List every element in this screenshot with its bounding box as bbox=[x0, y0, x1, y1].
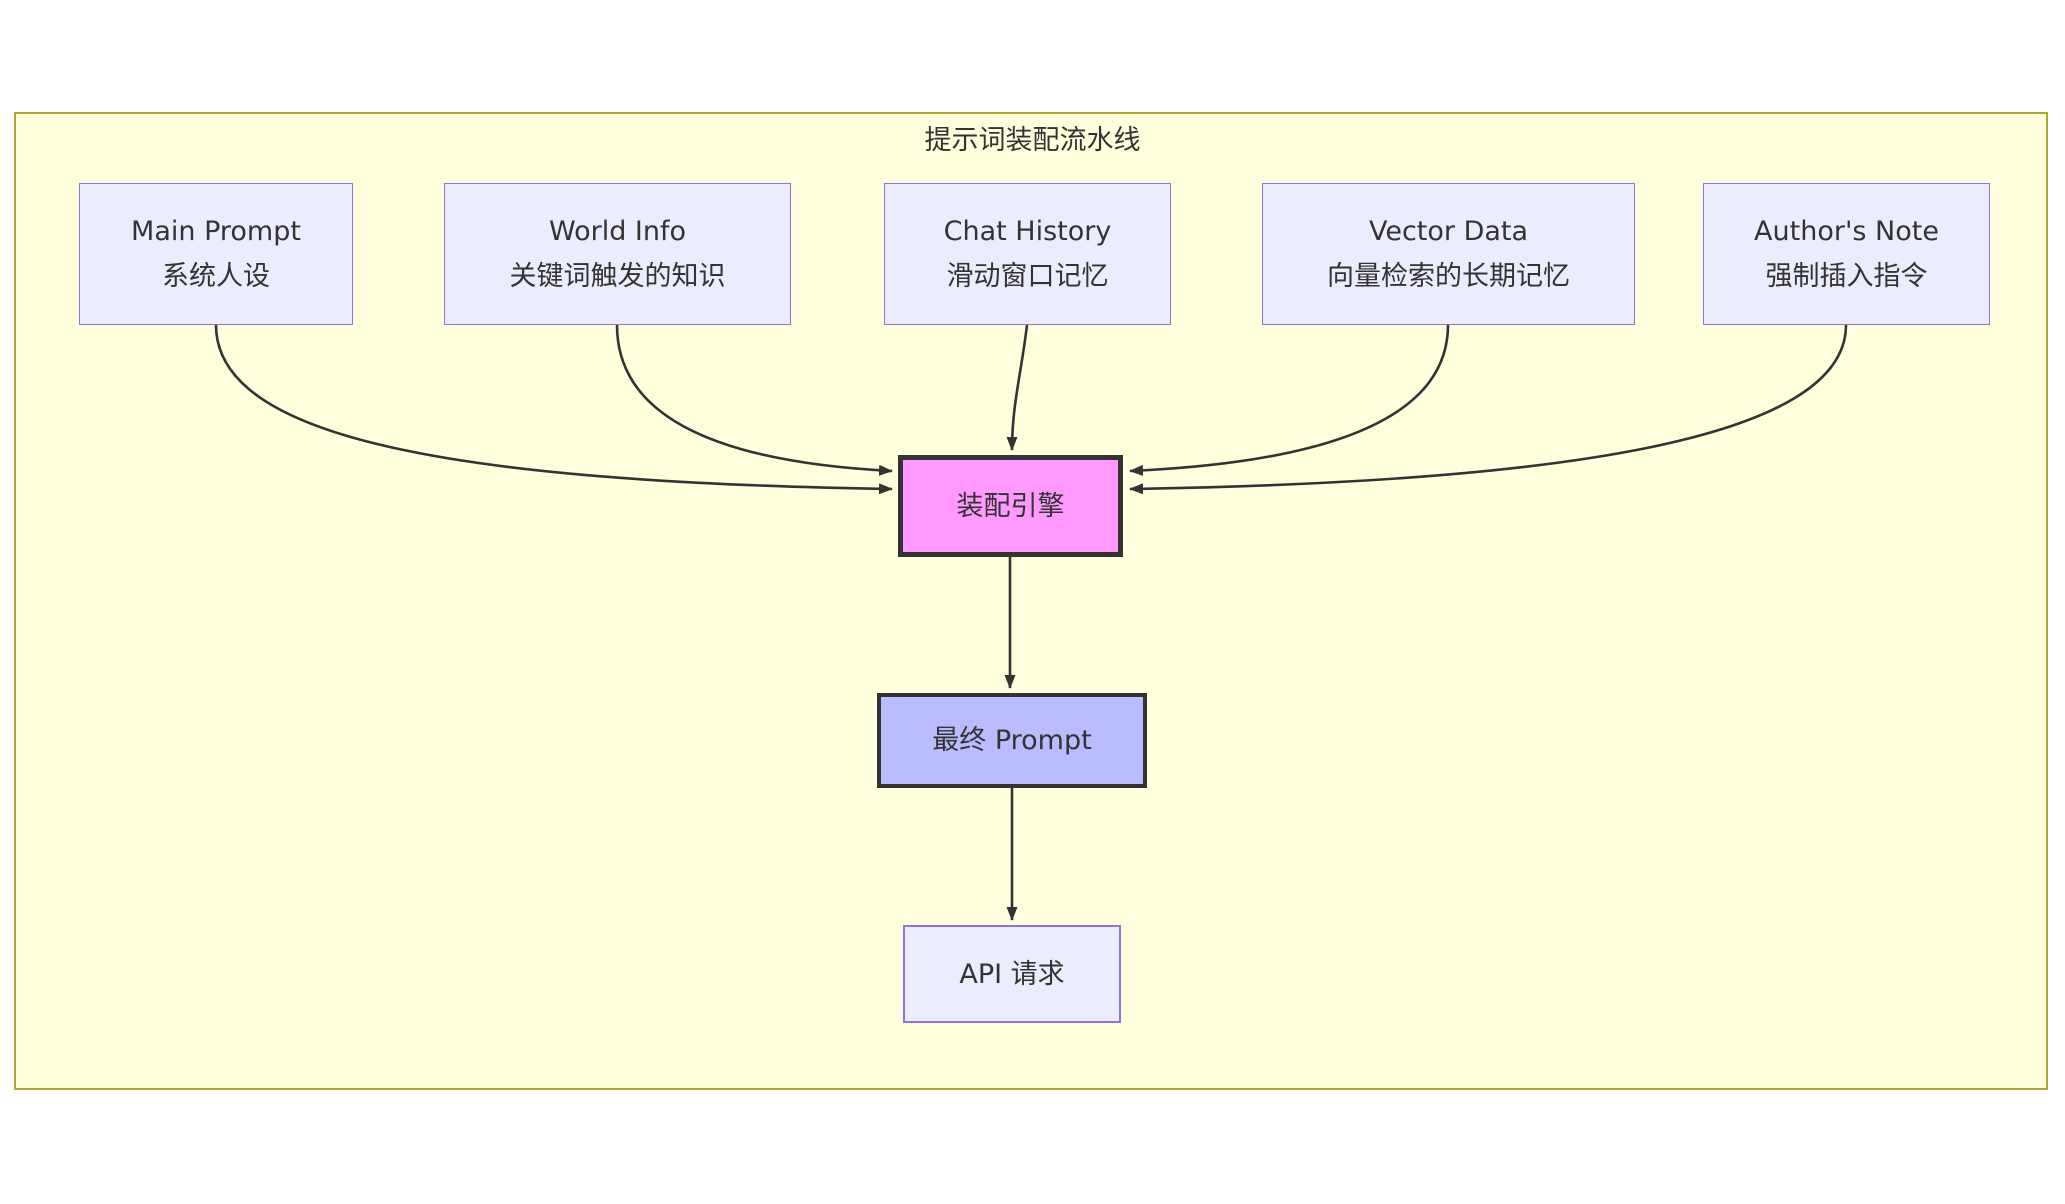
node-world-info: World Info 关键词触发的知识 bbox=[444, 183, 791, 325]
diagram-title: 提示词装配流水线 bbox=[924, 125, 1141, 156]
edge-main-prompt-to-engine bbox=[214, 324, 893, 495]
edge-vector-data-to-engine bbox=[1129, 324, 1450, 476]
node-authors-note-title: Author's Note bbox=[1754, 216, 1939, 247]
node-vector-data: Vector Data 向量检索的长期记忆 bbox=[1262, 183, 1635, 325]
edge-authors-note-to-engine bbox=[1129, 324, 1848, 495]
node-assembly-engine-label: 装配引擎 bbox=[956, 490, 1065, 522]
node-world-info-title: World Info bbox=[548, 216, 687, 247]
node-vector-data-title: Vector Data bbox=[1368, 216, 1529, 247]
node-world-info-subtitle: 关键词触发的知识 bbox=[509, 261, 726, 292]
node-main-prompt-title: Main Prompt bbox=[131, 216, 301, 247]
node-authors-note: Author's Note 强制插入指令 bbox=[1703, 183, 1990, 325]
node-api-request: API 请求 bbox=[903, 925, 1121, 1023]
node-assembly-engine: 装配引擎 bbox=[898, 455, 1123, 557]
node-main-prompt: Main Prompt 系统人设 bbox=[79, 183, 353, 325]
node-final-prompt: 最终 Prompt bbox=[877, 693, 1147, 788]
node-chat-history-title: Chat History bbox=[943, 216, 1112, 247]
node-vector-data-subtitle: 向量检索的长期记忆 bbox=[1327, 261, 1570, 292]
node-main-prompt-subtitle: 系统人设 bbox=[162, 261, 270, 292]
edge-world-info-to-engine bbox=[615, 324, 893, 476]
node-authors-note-subtitle: 强制插入指令 bbox=[1765, 261, 1928, 292]
edge-chat-history-to-engine bbox=[1006, 324, 1029, 451]
node-api-request-label: API 请求 bbox=[959, 958, 1065, 990]
node-chat-history-subtitle: 滑动窗口记忆 bbox=[946, 261, 1109, 292]
node-chat-history: Chat History 滑动窗口记忆 bbox=[884, 183, 1171, 325]
node-final-prompt-label: 最终 Prompt bbox=[932, 725, 1092, 756]
